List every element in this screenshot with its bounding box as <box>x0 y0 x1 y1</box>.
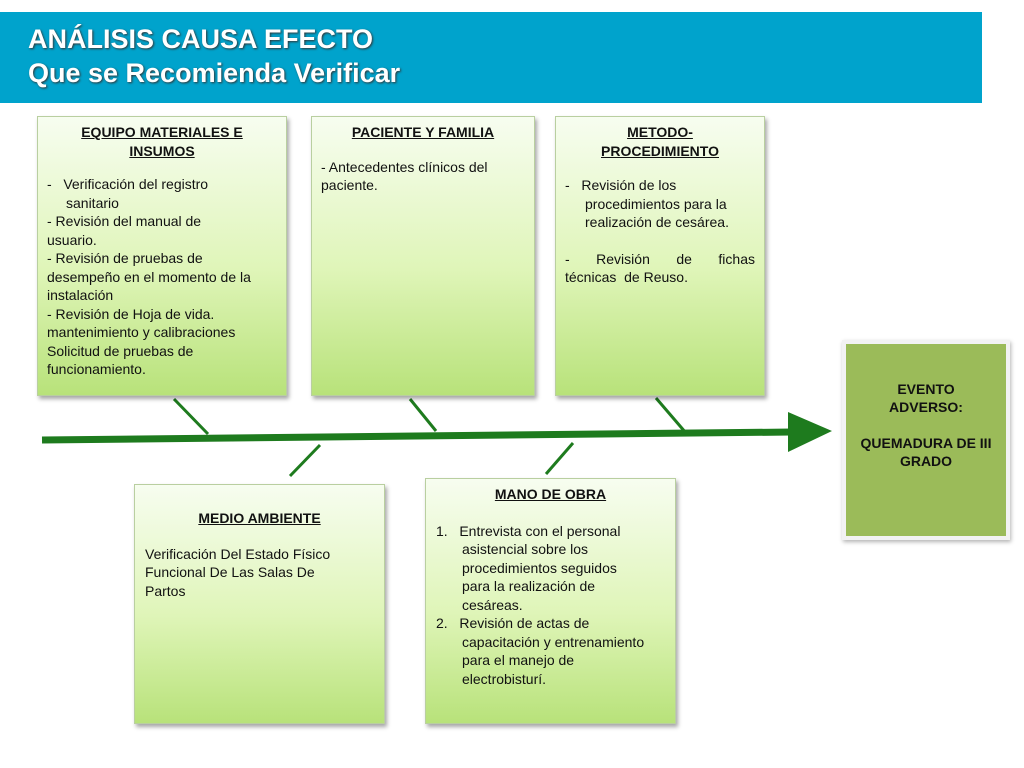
title-line-1: ANÁLISIS CAUSA EFECTO <box>28 24 374 54</box>
cause-item: cesáreas. <box>462 596 523 613</box>
bone-metodo <box>654 397 688 434</box>
cause-item: procedimientos para la <box>585 195 727 212</box>
cause-title-cont: PROCEDIMIENTO <box>601 142 719 159</box>
cause-item: para el manejo de <box>462 652 575 668</box>
event-label-cont: ADVERSO: <box>889 399 963 415</box>
cause-item: técnicas de Reuso. <box>565 269 688 285</box>
cause-box-medio-ambiente: MEDIO AMBIENTE Verificación Del Estado F… <box>134 484 385 724</box>
title-line-2: Que se Recomienda Verificar <box>28 58 401 88</box>
cause-item: 1. Entrevista con el personal <box>436 522 621 539</box>
cause-item: - Revisión de Hoja de vida. <box>47 305 215 322</box>
cause-box-equipo: EQUIPO MATERIALES E INSUMOS - Verificaci… <box>37 116 287 396</box>
cause-item: funcionamiento. <box>47 361 146 377</box>
event-label: EVENTO <box>897 381 955 397</box>
cause-title: PACIENTE Y FAMILIA <box>351 124 495 140</box>
cause-item: - Antecedentes clínicos del <box>321 158 488 175</box>
cause-item: electrobisturí. <box>462 670 547 687</box>
cause-item: Partos <box>145 582 186 599</box>
cause-item: realización de cesárea. <box>585 214 729 230</box>
bone-medio <box>288 443 322 478</box>
cause-item: - Revisión de fichas <box>565 250 755 267</box>
cause-item: para la realización de <box>462 578 596 594</box>
cause-item: Funcional De Las Salas De <box>145 564 315 580</box>
cause-item: Solicitud de pruebas de <box>47 342 194 359</box>
cause-box-paciente: PACIENTE Y FAMILIA - Antecedentes clínic… <box>311 116 535 396</box>
spine-arrowhead <box>788 412 832 452</box>
fishbone-spine <box>41 428 793 444</box>
cause-item: asistencial sobre los <box>462 541 589 557</box>
cause-item: sanitario <box>66 194 119 211</box>
cause-title: MANO DE OBRA <box>494 486 607 502</box>
event-box: EVENTO ADVERSO: QUEMADURA DE III GRADO <box>842 340 1010 540</box>
cause-title-cont: INSUMOS <box>129 142 195 159</box>
cause-item: instalación <box>47 287 114 303</box>
cause-item: usuario. <box>47 231 97 248</box>
cause-item: mantenimiento y calibraciones <box>47 324 236 340</box>
cause-item: - Revisión del manual de <box>47 213 202 229</box>
cause-item: paciente. <box>321 177 378 193</box>
bone-paciente <box>408 398 438 432</box>
cause-item: procedimientos seguidos <box>462 559 617 576</box>
cause-item: - Revisión de los <box>565 177 677 193</box>
event-description: QUEMADURA DE III <box>860 435 992 451</box>
cause-item: 2. Revisión de actas de <box>436 615 590 631</box>
cause-box-mano-de-obra: MANO DE OBRA 1. Entrevista con el person… <box>425 478 676 724</box>
cause-box-metodo: METODO- PROCEDIMIENTO - Revisión de los … <box>555 116 765 396</box>
cause-item: Verificación Del Estado Físico <box>145 545 331 562</box>
cause-item: - Verificación del registro <box>47 176 209 192</box>
bone-mano <box>544 442 575 475</box>
title-banner: ANÁLISIS CAUSA EFECTO Que se Recomienda … <box>0 12 982 103</box>
event-description-cont: GRADO <box>899 453 953 469</box>
cause-title: EQUIPO MATERIALES E <box>81 124 243 140</box>
cause-item: desempeño en el momento de la <box>47 268 251 285</box>
cause-title: MEDIO AMBIENTE <box>198 510 321 526</box>
bone-equipo <box>172 397 210 436</box>
cause-item: - Revisión de pruebas de <box>47 250 203 266</box>
cause-item: capacitación y entrenamiento <box>462 633 645 650</box>
cause-title: METODO- <box>627 124 693 140</box>
